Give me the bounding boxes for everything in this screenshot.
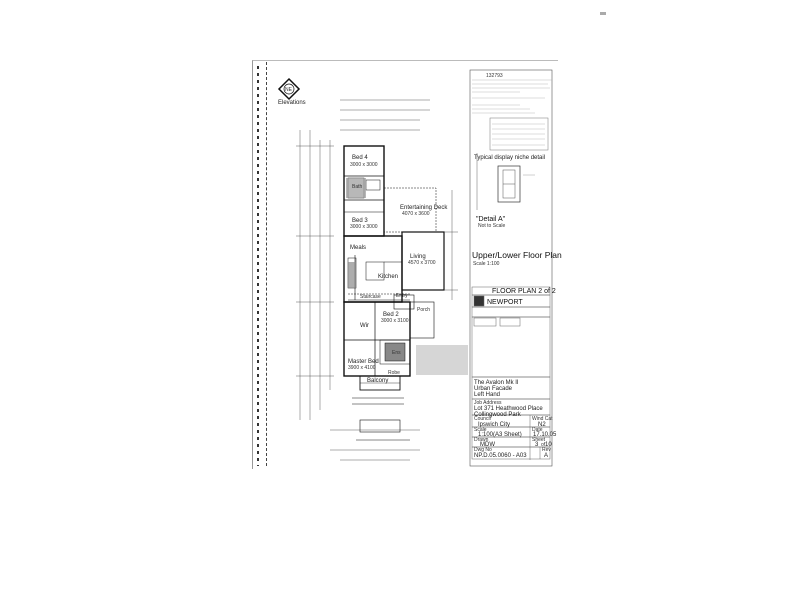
scan-mark — [600, 12, 606, 15]
room-entertaining-size: 4070 x 3600 — [402, 211, 430, 217]
room-ens: Ens — [392, 350, 401, 356]
stair-shading — [348, 262, 356, 288]
plan-title: Upper/Lower Floor Plan — [472, 250, 562, 260]
detail-a-scale: Not to Scale — [478, 223, 505, 229]
compass-label: NE — [285, 87, 293, 93]
elevations-label: Elevations — [278, 100, 306, 106]
room-living-size: 4570 x 3700 — [408, 260, 436, 266]
project-line1: The Avalon Mk II — [474, 380, 519, 386]
project-line2: Urban Facade — [474, 386, 513, 392]
sheet-number: 3 — [535, 442, 539, 448]
punched-edge — [254, 62, 267, 466]
title-block-frame — [469, 69, 553, 467]
room-meals: Meals — [350, 245, 366, 251]
drawing-sheet — [252, 60, 558, 469]
council-value: Ipswich City — [478, 422, 510, 428]
room-wir: Wir — [360, 323, 369, 329]
project-line3: Left Hand — [474, 392, 500, 398]
room-bed2: Bed 2 — [383, 312, 399, 318]
address-label: Job Address — [474, 400, 502, 406]
floor-plan-label: FLOOR PLAN 2 of 2 — [492, 288, 556, 295]
date-label: Date — [532, 427, 543, 433]
room-bath: Bath — [352, 184, 363, 190]
scale-value: 1:100(A3 Sheet) — [478, 432, 522, 438]
elevation-marker — [277, 77, 301, 101]
council-label: Council — [474, 416, 491, 422]
room-bed4-size: 3000 x 3000 — [350, 162, 378, 168]
title-block-rows — [471, 286, 551, 460]
dwg-label: Dwg No — [474, 447, 492, 453]
room-bed3-size: 3000 x 3000 — [350, 224, 378, 230]
rev-label: Rev — [542, 447, 551, 453]
room-bed2-size: 3000 x 3100 — [381, 318, 409, 324]
detail-title: Typical display niche detail — [474, 155, 545, 161]
room-balcony: Balcony — [367, 378, 388, 384]
scale-label: Scale — [474, 427, 487, 433]
sheet-label: Sheet — [532, 437, 546, 443]
bath-shading — [346, 178, 366, 198]
plan-scale: Scale 1:100 — [473, 261, 500, 267]
sheet-total: 10 — [545, 442, 552, 448]
room-robe: Robe — [388, 370, 400, 376]
wind-label: Wind Cat — [532, 416, 553, 422]
wind-value: N2 — [538, 422, 546, 428]
drawn-label: Drawn — [474, 437, 489, 443]
detail-a-title: "Detail A" — [476, 216, 506, 223]
drawn-value: MDW — [480, 442, 495, 448]
room-kitchen: Kitchen — [378, 274, 398, 280]
address-line1: Lot 371 Heathwood Place — [474, 406, 543, 412]
niche-detail-drawing — [476, 153, 535, 210]
stamp-number: 132793 — [486, 73, 503, 79]
notes-block — [472, 79, 552, 151]
dimension-lines — [296, 99, 458, 461]
room-entry: Entry — [396, 293, 408, 299]
dwg-number: NP.D.05.0060 - A03 — [474, 453, 527, 459]
address-line2: Collingwood Park — [474, 412, 522, 418]
room-master-bed: Master Bed — [348, 359, 379, 365]
room-entertaining: Entertaining Deck — [400, 205, 448, 211]
company-name: NEWPORT — [487, 299, 523, 306]
room-porch: Porch — [417, 307, 430, 313]
sheet-of: of — [541, 442, 546, 448]
room-staircase: Staircase — [360, 294, 381, 300]
room-bed4: Bed 4 — [352, 155, 368, 161]
rev-value: A — [544, 453, 548, 459]
room-bed3: Bed 3 — [352, 218, 368, 224]
room-living: Living — [410, 254, 426, 260]
date-value: 17.10.05 — [533, 432, 557, 438]
shaded-area — [416, 345, 468, 375]
room-master-bed-size: 3900 x 4100 — [348, 365, 376, 371]
